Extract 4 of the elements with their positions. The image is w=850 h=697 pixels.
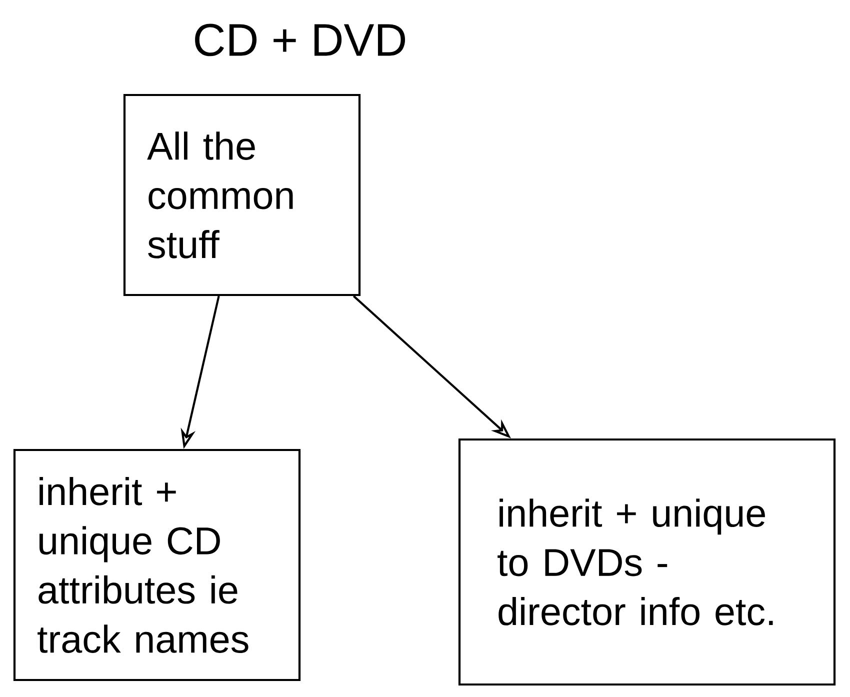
text-box: inherit + unique CD attributes ie track names — [13, 448, 301, 682]
text-box: All the common stuff — [123, 94, 361, 296]
title: CD + DVD — [195, 24, 406, 56]
text-box: inherit + unique to DVDs - director info etc. — [458, 438, 836, 686]
